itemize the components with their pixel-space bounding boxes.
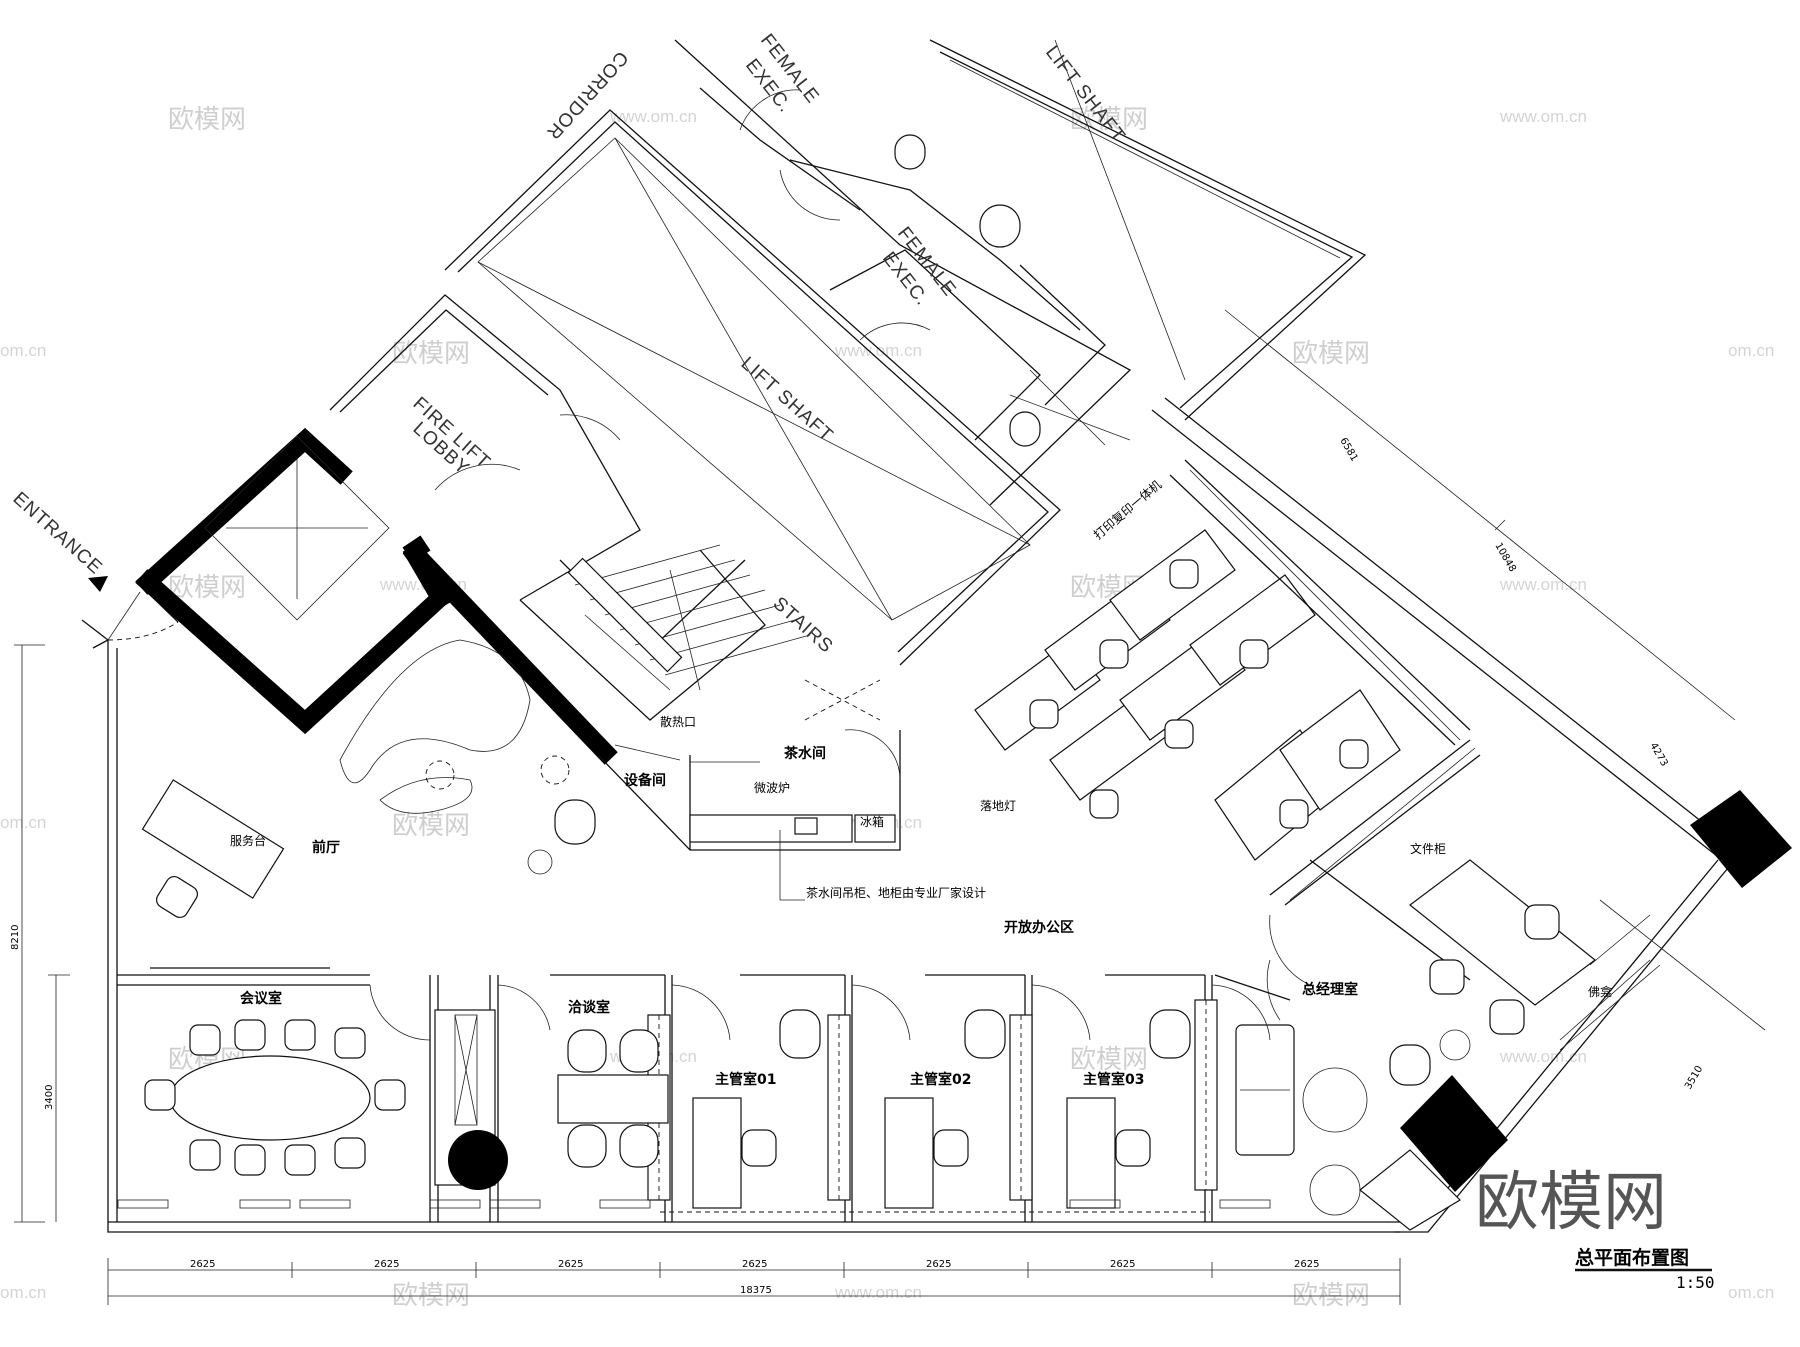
general-manager-office-furniture — [1235, 859, 1661, 1231]
watermark-url: om.cn — [0, 813, 46, 832]
label-entrance: ENTRANCE — [9, 488, 107, 579]
label-general-manager: 总经理室 — [1302, 981, 1358, 998]
structural-column — [1690, 790, 1792, 888]
label-lift-shaft: LIFT SHAFT — [737, 353, 837, 446]
watermark-url: www.om.cn — [1499, 107, 1587, 126]
label-reception-desk: 服务台 — [230, 833, 266, 848]
radiators — [117, 1199, 1271, 1209]
label-printer: 打印复印一体机 — [1091, 478, 1164, 543]
watermark-brand: 欧模网 — [168, 105, 246, 135]
watermark-url: om.cn — [0, 1283, 46, 1302]
label-microwave: 微波炉 — [754, 781, 790, 795]
watermark-url: www.om.cn — [834, 341, 922, 360]
dimension-lines — [14, 309, 1766, 1305]
pantry-area — [597, 679, 901, 901]
watermark-url: www.om.cn — [834, 1283, 922, 1302]
column-circle — [448, 1130, 508, 1190]
watermark-url: www.om.cn — [1499, 575, 1587, 594]
watermark-brand: 欧模网 — [392, 339, 470, 369]
brand-logo: 欧模网 — [1475, 1166, 1667, 1240]
label-stairs: STAIRS — [769, 593, 837, 658]
open-office-furniture — [974, 459, 1481, 981]
label-manager-02: 主管室02 — [910, 1071, 971, 1088]
dim-bottom-4: 2625 — [742, 1259, 767, 1270]
label-file-cabinet: 文件柜 — [1410, 841, 1446, 856]
label-pantry: 茶水间 — [783, 745, 826, 762]
label-corridor: CORRIDOR — [542, 47, 632, 144]
dim-right-3: 4273 — [1647, 741, 1669, 769]
building-core — [329, 39, 1367, 721]
label-open-office: 开放办公区 — [1004, 919, 1074, 936]
watermark-url: om.cn — [0, 341, 46, 360]
watermark-url: www.om.cn — [1499, 1047, 1587, 1066]
dim-left-total: 8210 — [10, 925, 21, 950]
label-manager-01: 主管室01 — [715, 1071, 776, 1088]
dim-right-1: 6581 — [1337, 436, 1359, 464]
label-equipment-room: 设备间 — [624, 772, 666, 789]
watermark-brand: 欧模网 — [392, 811, 470, 841]
watermark-brand: 欧模网 — [1292, 339, 1370, 369]
negotiation-room-furniture — [557, 1029, 669, 1168]
drawing-title: 总平面布置图 — [1575, 1246, 1689, 1269]
structural-column — [1400, 1075, 1508, 1192]
dim-bottom-1: 2625 — [190, 1259, 215, 1270]
label-negotiation-room: 洽谈室 — [568, 999, 610, 1016]
title-block: 欧模网 总平面布置图 1:50 — [1475, 1166, 1715, 1292]
labels: 服务台 前厅 会议室 洽谈室 主管室01 主管室02 主管室03 总经理室 开放… — [9, 30, 1612, 1088]
dim-bottom-7: 2625 — [1294, 1259, 1319, 1270]
dim-bottom-6: 2625 — [1110, 1259, 1135, 1270]
dim-left-sub: 3400 — [44, 1085, 55, 1110]
dim-right-4: 3510 — [1683, 1064, 1705, 1092]
watermark-url: om.cn — [1728, 1283, 1774, 1302]
bottom-rooms — [117, 959, 1291, 1222]
dim-right-2: 10848 — [1492, 541, 1517, 574]
label-fridge: 冰箱 — [860, 814, 884, 829]
entrance-arrow-icon — [88, 576, 108, 592]
dim-bottom-total: 18375 — [740, 1285, 772, 1296]
dim-bottom-2: 2625 — [374, 1259, 399, 1270]
meeting-room-furniture — [144, 967, 406, 1176]
watermark-brand: 欧模网 — [1070, 105, 1148, 135]
label-front-hall: 前厅 — [312, 839, 340, 856]
dim-bottom-5: 2625 — [926, 1259, 951, 1270]
label-meeting-room: 会议室 — [240, 990, 282, 1007]
manager-offices-furniture — [692, 1009, 1191, 1209]
label-vent: 散热口 — [660, 714, 696, 729]
fire-lift-lobby-block — [135, 427, 618, 765]
label-pantry-note: 茶水间吊柜、地柜由专业厂家设计 — [806, 885, 986, 900]
label-shrine: 佛龛 — [1588, 985, 1612, 999]
watermark-brand: 欧模网 — [1070, 1045, 1148, 1075]
label-floor-lamp: 落地灯 — [980, 799, 1016, 813]
watermark-brand: 欧模网 — [168, 573, 246, 603]
drawing-scale: 1:50 — [1676, 1273, 1715, 1292]
label-manager-03: 主管室03 — [1083, 1071, 1144, 1088]
watermark-url: om.cn — [1728, 341, 1774, 360]
watermark-url: www.om.cn — [609, 107, 697, 126]
front-hall-furniture — [141, 639, 596, 919]
entrance — [88, 576, 179, 641]
dim-bottom-3: 2625 — [558, 1259, 583, 1270]
